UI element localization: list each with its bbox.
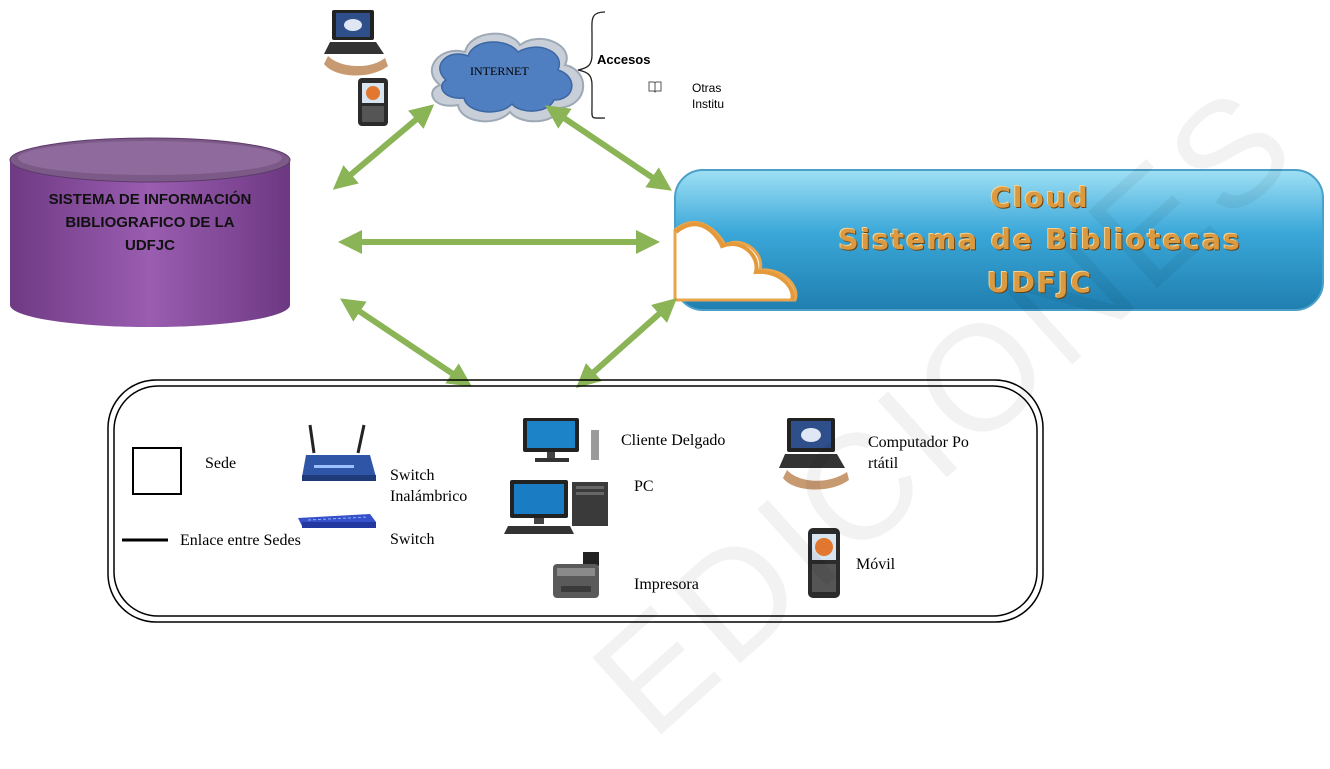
- cloud-shape: [673, 169, 1324, 311]
- database-cylinder: [9, 137, 291, 327]
- database-title: SISTEMA DE INFORMACIÓN BIBLIOGRAFICO DE …: [48, 191, 252, 254]
- cloud-title-line3: UDFJC: [986, 266, 1094, 299]
- internet-label: INTERNET: [470, 64, 529, 78]
- legend-pc: PC: [634, 478, 654, 495]
- accesos-item: Otras Institu: [692, 81, 725, 111]
- arrow-cloud-sede: [576, 298, 677, 388]
- diagram-canvas: [9, 10, 1324, 623]
- legend-enlace: Enlace entre Sedes: [180, 532, 301, 549]
- laptop-icon: [324, 10, 388, 76]
- sede-symbol: [132, 447, 182, 495]
- legend-impresora: Impresora: [634, 576, 699, 593]
- legend-switch: Switch: [390, 531, 435, 548]
- arrow-db-sede: [340, 298, 472, 387]
- arrow-internet-cloud: [545, 105, 672, 191]
- switch-icon: [298, 514, 376, 528]
- pc-icon: [504, 480, 608, 534]
- legend-cliente-delgado: Cliente Delgado: [621, 432, 726, 449]
- thin-client-icon: [523, 418, 599, 462]
- legend-sede: Sede: [205, 455, 237, 472]
- mobile-phone-icon: [358, 78, 388, 126]
- printer-icon: [553, 552, 599, 598]
- legend-computador-portatil: Computador Portátil: [868, 434, 969, 472]
- cloud-title-line2: Sistema de Bibliotecas: [838, 223, 1242, 256]
- internet-cloud: [430, 32, 585, 123]
- accesos-title: Accesos: [597, 52, 651, 67]
- mobile-legend-icon: [808, 528, 840, 598]
- laptop-legend-icon: [779, 418, 849, 490]
- wireless-switch-icon: [302, 424, 376, 481]
- book-icon: [648, 80, 662, 93]
- arrow-db-internet: [332, 104, 435, 190]
- sede-frame: [107, 379, 1044, 623]
- cloud-title-line1: Cloud: [990, 181, 1090, 214]
- legend-switch-inalambrico: Switch Inalámbrico: [390, 467, 468, 505]
- legend-movil: Móvil: [856, 556, 896, 573]
- link-arrows: [332, 104, 677, 388]
